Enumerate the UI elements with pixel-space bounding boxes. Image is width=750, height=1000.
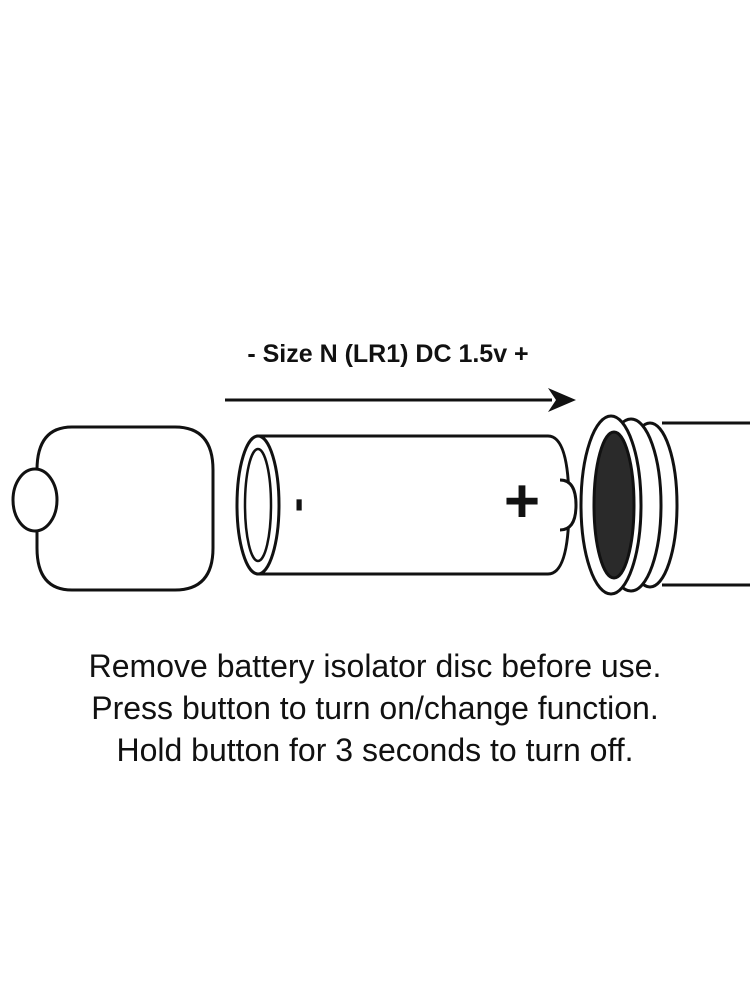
device-body-icon [579,414,750,596]
instruction-line-1: Remove battery isolator disc before use. [88,648,662,684]
battery-size-label: - Size N (LR1) DC 1.5v + [247,340,528,368]
arrow-icon [225,388,576,412]
battery-negative-mark: - [278,498,327,513]
instructions: Remove battery isolator disc before use.… [0,645,750,771]
battery-positive-mark: + [504,467,540,536]
instruction-line-2: Press button to turn on/change function. [91,690,659,726]
instruction-line-3: Hold button for 3 seconds to turn off. [116,732,634,768]
battery-icon: - + [235,434,578,576]
end-cap-icon [11,425,215,592]
